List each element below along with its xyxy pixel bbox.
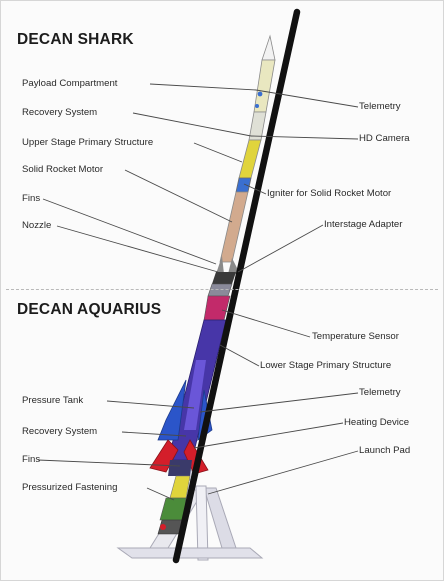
decan-aquarius-title: DECAN AQUARIUS [17, 301, 161, 319]
label-fins-lower: Fins [22, 455, 40, 465]
label-temperature-sensor: Temperature Sensor [312, 332, 399, 342]
label-telemetry-upper: Telemetry [359, 102, 401, 112]
label-telemetry-lower: Telemetry [359, 388, 401, 398]
label-interstage-adapter: Interstage Adapter [324, 220, 402, 230]
label-hd-camera: HD Camera [359, 134, 410, 144]
label-pressurized-fastening: Pressurized Fastening [22, 483, 117, 493]
label-nozzle: Nozzle [22, 221, 51, 231]
section-divider [6, 289, 438, 290]
label-recovery-system-lower: Recovery System [22, 427, 97, 437]
label-recovery-system-upper: Recovery System [22, 108, 97, 118]
label-fins-upper: Fins [22, 194, 40, 204]
label-upper-stage-structure: Upper Stage Primary Structure [22, 138, 153, 148]
label-lower-stage-structure: Lower Stage Primary Structure [260, 361, 391, 371]
label-launch-pad: Launch Pad [359, 446, 410, 456]
label-pressure-tank: Pressure Tank [22, 396, 83, 406]
label-heating-device: Heating Device [344, 418, 409, 428]
label-igniter: Igniter for Solid Rocket Motor [267, 189, 391, 199]
label-solid-rocket-motor: Solid Rocket Motor [22, 165, 103, 175]
label-payload-compartment: Payload Compartment [22, 79, 117, 89]
decan-shark-title: DECAN SHARK [17, 31, 134, 49]
